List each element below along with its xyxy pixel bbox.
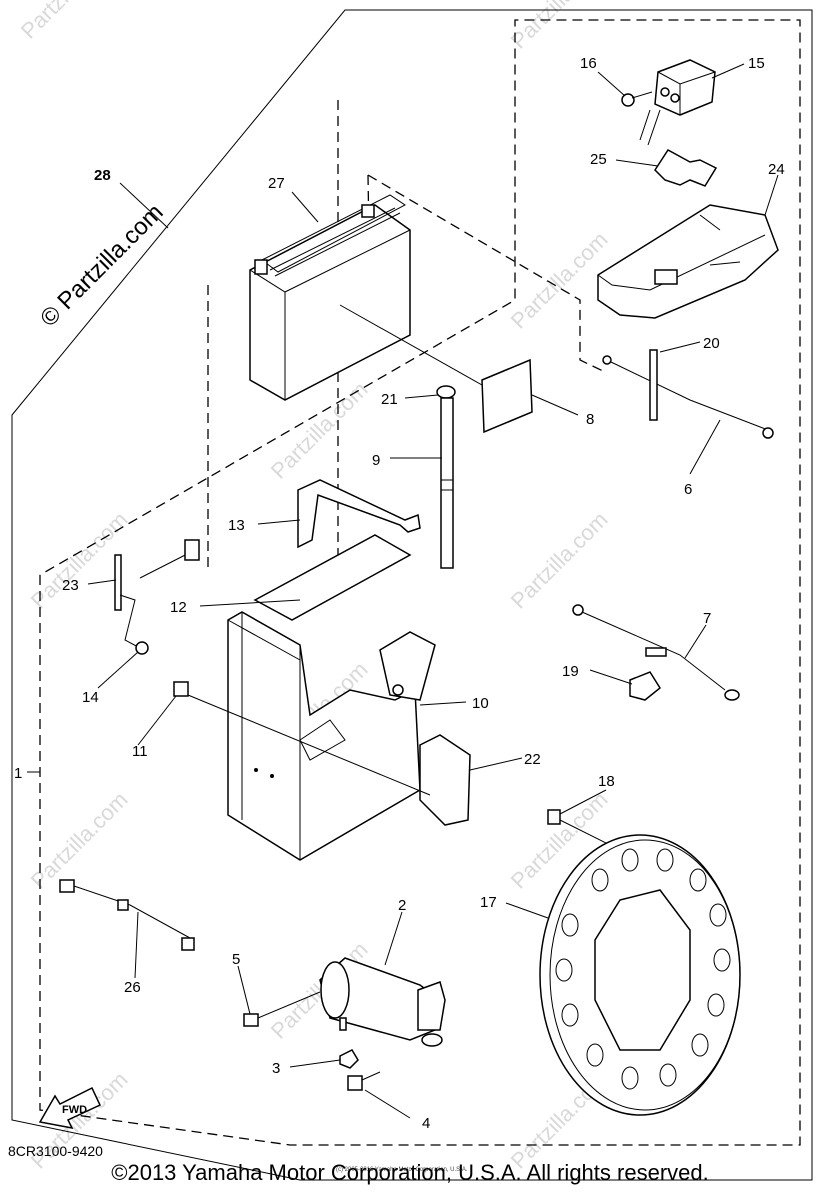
callout-3: 3: [272, 1060, 280, 1077]
callout-13: 13: [228, 517, 245, 534]
callout-23: 23: [62, 577, 79, 594]
battery-band: [297, 479, 421, 549]
callout-18: 18: [598, 773, 615, 790]
callout-19: 19: [562, 663, 579, 680]
callout-2: 2: [398, 897, 406, 914]
watermark-big: © Partzilla.com: [35, 199, 168, 332]
battery-lead-wire-minus: [114, 539, 200, 655]
copyright-footer: ©2013 Yamaha Motor Corporation, U.S.A. A…: [111, 1160, 709, 1185]
callout-11: 11: [132, 743, 148, 760]
wire-clamp: [629, 671, 661, 701]
assembly-boundary: [39, 19, 801, 1146]
starter-ring-gear: [539, 834, 741, 1116]
battery-lead-wire-plus: [602, 349, 774, 439]
wire-lead: [572, 604, 740, 701]
footer-small-print: (c) 2005-2016 Yamaha Motor Corporation, …: [336, 1167, 468, 1173]
starter-nut: [339, 1049, 359, 1069]
battery-tray-mat: [253, 534, 412, 621]
relay-bracket: [654, 149, 718, 187]
callout-20: 20: [703, 335, 720, 352]
fwd-arrow-icon: FWD: [38, 1086, 101, 1130]
callout-27: 27: [268, 175, 285, 192]
ring-gear-holes: [555, 848, 731, 1090]
callout-4: 4: [422, 1115, 430, 1132]
callout-17: 17: [480, 894, 497, 911]
relay-bolt: [621, 91, 653, 107]
callout-8: 8: [586, 411, 594, 428]
fwd-label: FWD: [62, 1104, 87, 1116]
callout-21: 21: [381, 391, 398, 408]
callout-1: 1: [14, 765, 22, 782]
starter-relay: [639, 59, 716, 146]
callout-12: 12: [170, 599, 187, 616]
callout-14: 14: [82, 689, 99, 706]
battery-box-insulator: [419, 734, 471, 826]
starter-bolt-long: [243, 991, 321, 1027]
battery: [249, 194, 411, 401]
callout-5: 5: [232, 951, 240, 968]
callout-25: 25: [590, 151, 607, 168]
callout-16: 16: [580, 55, 597, 72]
callout-28: 28: [94, 167, 111, 184]
watermark-text: Partzilla.com: [506, 507, 613, 614]
diagram-code: 8CR3100-9420: [8, 1143, 103, 1159]
callout-numbers: 1 2 3 4 5 6 7 8 9 10 11 12 13 14 15 16 1…: [14, 55, 785, 1132]
callout-22: 22: [524, 751, 541, 768]
watermark-text: Partzilla.com: [506, 227, 613, 334]
callout-15: 15: [748, 55, 765, 72]
callout-9: 9: [372, 452, 380, 469]
starter-bolt-short: [347, 1071, 381, 1091]
callout-26: 26: [124, 979, 141, 996]
relay-cover: [597, 204, 779, 319]
leader-lines: [27, 63, 779, 1119]
callout-10: 10: [472, 695, 489, 712]
breather-hose: [436, 385, 456, 569]
wire-harness: [59, 879, 195, 951]
watermark-text: Partzilla.com: [506, 0, 613, 54]
kit-outline: [11, 9, 813, 1181]
box-bolt: [173, 681, 431, 796]
watermark-text: Partzilla.com: [16, 0, 123, 44]
callout-24: 24: [768, 161, 785, 178]
battery-box: [227, 611, 436, 861]
watermark-text: Partzilla.com: [26, 787, 133, 894]
battery-pad: [481, 358, 533, 434]
callout-7: 7: [703, 610, 711, 627]
callout-6: 6: [684, 481, 692, 498]
starter-motor: [319, 957, 446, 1047]
